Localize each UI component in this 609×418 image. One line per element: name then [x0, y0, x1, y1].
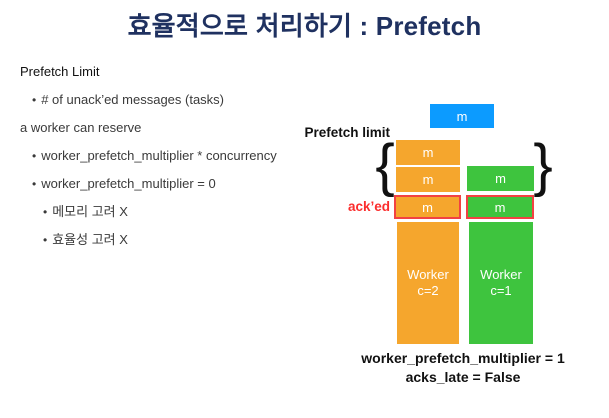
acked-label: ack’ed	[347, 199, 390, 214]
note-line: • # of unack’ed messages (tasks)	[0, 86, 340, 114]
notes-heading: Prefetch Limit	[20, 64, 100, 79]
note-text: a worker can reserve	[20, 120, 142, 135]
worker-box-c1: Worker c=1	[469, 222, 533, 344]
notes-block: Prefetch Limit • # of unack’ed messages (…	[0, 58, 340, 254]
prefetched-message-box-orange: m	[396, 140, 460, 165]
acked-message-box-orange: m	[394, 195, 461, 219]
note-line: • 효율성 고려 X	[0, 226, 340, 254]
prefetch-limit-label: Prefetch limit	[304, 125, 390, 140]
bullet-glyph: •	[32, 149, 37, 163]
diagram-caption: worker_prefetch_multiplier = 1 acks_late…	[310, 349, 609, 387]
bullet-glyph: •	[32, 177, 37, 191]
right-brace: }	[533, 132, 553, 198]
note-line: • worker_prefetch_multiplier = 0	[0, 170, 340, 198]
note-text: 메모리 고려 X	[52, 204, 128, 219]
caption-multiplier: worker_prefetch_multiplier = 1	[361, 350, 565, 366]
worker-concurrency: c=2	[417, 283, 439, 298]
note-text: worker_prefetch_multiplier * concurrency	[41, 148, 277, 163]
worker-box-c2: Worker c=2	[397, 222, 459, 344]
worker-concurrency: c=1	[490, 283, 512, 298]
slide-title: 효율적으로 처리하기 : Prefetch	[127, 11, 482, 41]
bullet-glyph: •	[43, 233, 48, 247]
queued-message-box: m	[430, 104, 494, 128]
caption-acks-late: acks_late = False	[405, 369, 521, 385]
prefetched-message-box-orange: m	[396, 167, 460, 192]
worker-name: Worker	[480, 267, 522, 282]
worker-name: Worker	[407, 267, 449, 282]
note-text: 효율성 고려 X	[52, 232, 128, 247]
bullet-glyph: •	[32, 93, 37, 107]
note-line: • 메모리 고려 X	[0, 198, 340, 226]
acked-message-box-green: m	[466, 195, 534, 219]
prefetched-message-box-green: m	[467, 166, 534, 191]
left-brace: {	[375, 132, 395, 198]
note-text: worker_prefetch_multiplier = 0	[41, 176, 216, 191]
note-text: # of unack’ed messages (tasks)	[41, 92, 225, 107]
bullet-glyph: •	[43, 205, 48, 219]
note-line: a worker can reserve	[0, 114, 340, 142]
note-line: • worker_prefetch_multiplier * concurrenc…	[0, 142, 340, 170]
